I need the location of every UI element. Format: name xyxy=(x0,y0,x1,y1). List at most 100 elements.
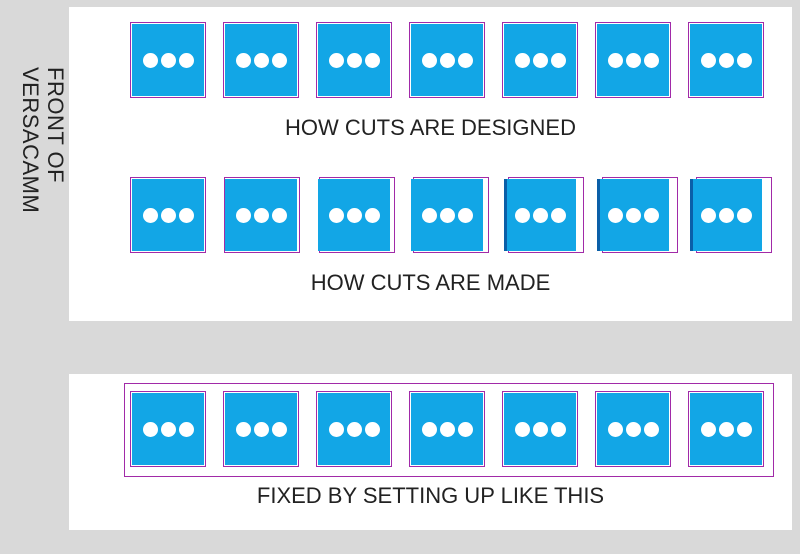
cut-outline xyxy=(502,391,578,467)
dot xyxy=(643,207,659,223)
ellipsis-icon xyxy=(514,421,566,437)
dot xyxy=(346,52,362,68)
dot xyxy=(178,52,194,68)
ellipsis-icon xyxy=(421,207,473,223)
dot xyxy=(421,52,437,68)
sticker-square xyxy=(597,393,669,465)
cut-outline xyxy=(688,22,764,98)
dot xyxy=(142,421,158,437)
dot xyxy=(718,421,734,437)
dot xyxy=(700,421,716,437)
dot xyxy=(253,207,269,223)
made-caption: HOW CUTS ARE MADE xyxy=(310,270,551,295)
dot xyxy=(736,52,752,68)
cut-outline xyxy=(130,391,206,467)
ellipsis-icon xyxy=(607,421,659,437)
dot xyxy=(625,52,641,68)
cut-outline xyxy=(688,391,764,467)
dot xyxy=(235,207,251,223)
dot xyxy=(457,421,473,437)
dot xyxy=(532,52,548,68)
dot xyxy=(514,52,530,68)
dot xyxy=(439,421,455,437)
dot xyxy=(364,52,380,68)
ellipsis-icon xyxy=(607,207,659,223)
ellipsis-icon xyxy=(142,207,194,223)
sticker-square xyxy=(132,24,204,96)
cut-outline xyxy=(130,22,206,98)
dot xyxy=(328,421,344,437)
dot xyxy=(532,421,548,437)
dot xyxy=(736,421,752,437)
dot xyxy=(364,207,380,223)
ellipsis-icon xyxy=(514,52,566,68)
dot xyxy=(514,421,530,437)
dot xyxy=(271,207,287,223)
ellipsis-icon xyxy=(328,421,380,437)
cut-outline xyxy=(130,177,206,253)
dot xyxy=(550,207,566,223)
dot xyxy=(142,52,158,68)
dot xyxy=(550,421,566,437)
cut-outline xyxy=(595,391,671,467)
sticker-square xyxy=(690,24,762,96)
dot xyxy=(607,207,623,223)
dot xyxy=(346,207,362,223)
dot xyxy=(364,421,380,437)
ellipsis-icon xyxy=(235,207,287,223)
ellipsis-icon xyxy=(700,52,752,68)
sticker-square xyxy=(318,179,390,251)
sticker-square xyxy=(411,179,483,251)
dot xyxy=(235,52,251,68)
ellipsis-icon xyxy=(142,421,194,437)
dot xyxy=(253,421,269,437)
cut-outline xyxy=(316,22,392,98)
side-label-line1: FRONT OF xyxy=(43,67,68,184)
dot xyxy=(346,421,362,437)
dot xyxy=(625,207,641,223)
dot xyxy=(736,207,752,223)
ellipsis-icon xyxy=(142,52,194,68)
ellipsis-icon xyxy=(421,421,473,437)
sticker-square xyxy=(411,24,483,96)
designed-caption: HOW CUTS ARE DESIGNED xyxy=(285,115,576,140)
dot xyxy=(550,52,566,68)
dot xyxy=(178,421,194,437)
cut-outline xyxy=(409,391,485,467)
cut-outline xyxy=(223,391,299,467)
cut-outline xyxy=(595,22,671,98)
cut-outline xyxy=(316,391,392,467)
ellipsis-icon xyxy=(235,52,287,68)
dot xyxy=(607,421,623,437)
dot xyxy=(457,52,473,68)
dot xyxy=(271,52,287,68)
cut-outline xyxy=(502,22,578,98)
dot xyxy=(718,52,734,68)
ellipsis-icon xyxy=(421,52,473,68)
dot xyxy=(625,421,641,437)
side-label-line2: VERSACAMM xyxy=(18,67,43,214)
fixed-caption: FIXED BY SETTING UP LIKE THIS xyxy=(256,483,605,508)
sticker-square xyxy=(504,393,576,465)
sticker-square xyxy=(318,393,390,465)
sticker-square xyxy=(597,24,669,96)
dot xyxy=(178,207,194,223)
ellipsis-icon xyxy=(514,207,566,223)
ellipsis-icon xyxy=(235,421,287,437)
dot xyxy=(439,52,455,68)
sticker-square xyxy=(132,179,204,251)
dot xyxy=(328,52,344,68)
dot xyxy=(514,207,530,223)
dot xyxy=(160,207,176,223)
fixed-panel: FIXED BY SETTING UP LIKE THIS xyxy=(69,374,792,530)
dot xyxy=(271,421,287,437)
dot xyxy=(643,421,659,437)
ellipsis-icon xyxy=(328,207,380,223)
dot xyxy=(160,52,176,68)
dot xyxy=(700,207,716,223)
outer-cut-frame xyxy=(124,383,774,477)
dot xyxy=(235,421,251,437)
cut-outline xyxy=(223,22,299,98)
dot xyxy=(700,52,716,68)
sticker-square xyxy=(504,24,576,96)
